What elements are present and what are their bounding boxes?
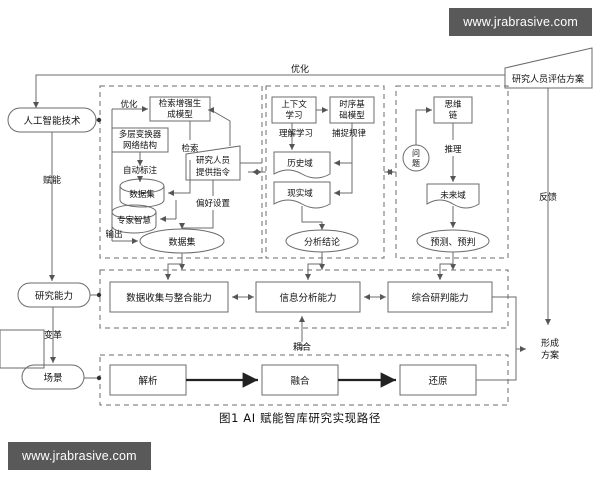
label-coupling: 耦合 [293, 341, 311, 353]
edge-cap2-to-result [492, 296, 526, 352]
capability-label-0: 数据收集与整合能力 [126, 292, 212, 304]
node-context-line1: 上下文 [281, 99, 307, 110]
edge-sc2-to-result [476, 349, 517, 381]
label-retrieve: 检索 [181, 143, 198, 154]
spine-node-2 [21, 364, 85, 390]
spine-node-label-2: 场景 [43, 373, 62, 384]
node-history-domain [273, 151, 331, 179]
label-understand-learn: 理解学习 [279, 128, 313, 139]
node-question-line2: 题 [412, 159, 420, 168]
node-history-domain-label: 历史域 [287, 158, 313, 169]
node-prediction-label: 预测、预判 [430, 236, 475, 248]
capability-box-1 [255, 281, 361, 313]
node-context-line2: 学习 [285, 110, 302, 121]
node-evaluator [504, 47, 593, 89]
edge-capture-law-2 [334, 163, 353, 196]
node-result [0, 329, 45, 369]
node-dataset-ellipse-label: 数据集 [168, 236, 195, 248]
panel-temporal-border [265, 85, 385, 259]
node-researcher-line1: 研究人员 [196, 155, 230, 166]
spine-edge-label-0: 赋能 [43, 174, 61, 186]
edge-pred-to-cap2 [437, 252, 454, 280]
spine-edge-label-1: 变革 [44, 329, 62, 341]
node-future-domain [426, 183, 480, 209]
capability-label-1: 信息分析能力 [279, 292, 336, 304]
node-temporal-line1: 时序基 [339, 99, 365, 110]
node-question-line1: 问 [412, 149, 420, 158]
capability-row-border [99, 269, 509, 329]
label-output: 输出 [105, 229, 122, 240]
node-dataset-cylinder-label: 数据集 [129, 189, 155, 200]
node-reality-domain [273, 181, 331, 209]
node-rag-model-line2: 成模型 [167, 109, 193, 120]
node-temporal-line2: 础模型 [339, 110, 365, 121]
label-reasoning: 推理 [444, 144, 462, 155]
node-rag-model-line1: 检索增强生 [159, 98, 202, 109]
node-reality-domain-label: 现实域 [287, 188, 313, 199]
node-cot-line1: 思维 [444, 99, 462, 110]
label-optimize-loop: 优化 [291, 63, 309, 75]
scenario-label-0: 解析 [138, 375, 158, 387]
edge-ac-to-cap1 [305, 252, 323, 280]
node-expert-wisdom-label: 专家智慧 [117, 215, 152, 226]
label-auto-annotate: 自动标注 [123, 165, 158, 176]
watermark-top-right: www.jrabrasive.com [449, 8, 592, 36]
edge-ds-to-cap0 [165, 253, 183, 280]
scenario-label-1: 融合 [290, 375, 310, 387]
top-optimize-loop [33, 74, 505, 108]
label-preference: 偏好设置 [196, 198, 231, 209]
node-transformer-line1: 多层变换器 [119, 129, 162, 140]
node-researcher-line2: 提供指令 [196, 167, 231, 178]
node-cot-line2: 链 [449, 110, 458, 121]
node-expert-wisdom-cylinder [111, 204, 157, 234]
node-result-line1: 形成 [541, 337, 559, 349]
capability-label-2: 综合研判能力 [411, 292, 468, 304]
label-optimize-p1: 优化 [120, 99, 138, 110]
spine-node-label-0: 人工智能技术 [23, 115, 81, 127]
figure-caption: 图1 AI 赋能智库研究实现路径 [219, 411, 381, 425]
label-feedback: 反馈 [539, 191, 557, 203]
scenario-label-2: 还原 [428, 375, 447, 387]
node-evaluator-label: 研究人员评估方案 [512, 73, 584, 85]
node-result-line2: 方案 [541, 349, 559, 361]
spine-node-label-1: 研究能力 [35, 290, 73, 302]
node-transformer-line2: 网络结构 [123, 140, 157, 151]
capability-box-0 [109, 281, 229, 313]
watermark-bottom-left: www.jrabrasive.com [8, 442, 151, 470]
node-future-domain-label: 未来域 [440, 190, 466, 201]
edge-question-to-cot [415, 107, 432, 145]
node-researcher-instruction [185, 145, 241, 181]
node-analysis-conclusion-label: 分析结论 [304, 236, 340, 248]
label-capture-law: 捕捉规律 [332, 128, 367, 139]
